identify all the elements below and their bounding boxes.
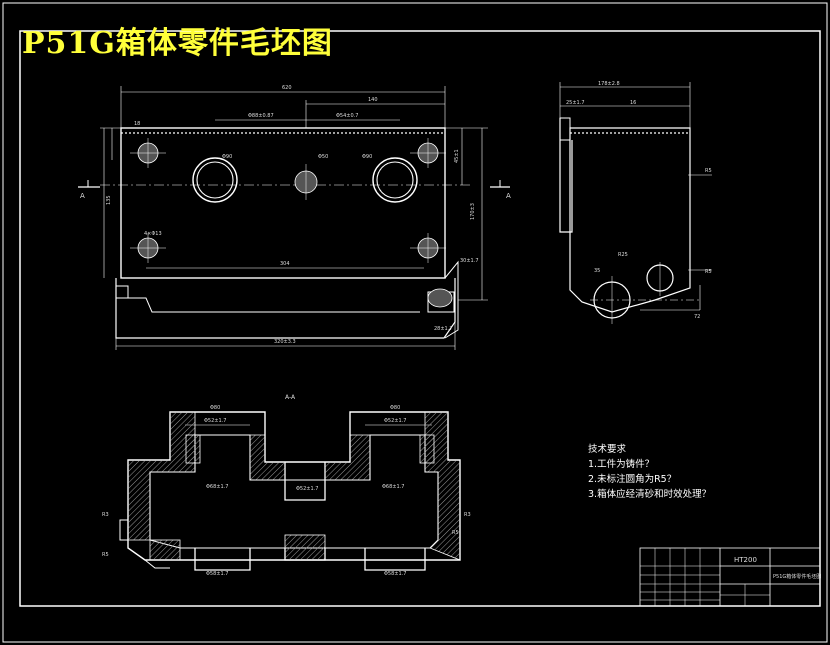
dim-sec-mid-right: Φ68±1.7 (382, 484, 404, 490)
dim-sec-right-r2: R5 (452, 530, 459, 536)
dim-right-height: 170±3 (470, 203, 476, 220)
dim-sec-top-left: Φ80 (210, 405, 220, 411)
dim-side-16: 16 (630, 100, 636, 106)
dimension-labels: 620 140 Φ88±0.87 Φ54±0.7 Φ90 Φ50 Φ90 18 … (80, 81, 821, 580)
tech-req-item-3: 3.箱体应经清砂和时效处理？ (588, 489, 712, 500)
technical-requirements: 技术要求 1.工件为铸件？ 2.未标注圆角为R5？ 3.箱体应经清砂和时效处理？ (588, 442, 711, 502)
dim-overall-width: 620 (282, 85, 292, 91)
dim-sec-bot-left: Φ58±1.7 (206, 571, 228, 577)
side-view (559, 82, 712, 324)
tech-req-item-2: 2.未标注圆角为R5？ (588, 474, 677, 485)
dim-bottom-304: 304 (280, 261, 290, 267)
dim-side-35: 35 (594, 268, 600, 274)
dim-right-upper: 45±1 (454, 149, 460, 163)
dim-side-r-top: R5 (705, 168, 712, 174)
dim-side-left-top: 25±1.7 (566, 100, 585, 106)
dim-dia-left: Φ90 (222, 154, 232, 160)
dim-left-hole: 4×Φ13 (144, 231, 162, 237)
dim-sec-bore-right-top: Φ52±1.7 (384, 418, 406, 424)
title-block-name: P51G箱体零件毛坯图 (773, 573, 821, 580)
dim-left: 135 (106, 195, 112, 205)
dim-side-r-bot: R5 (705, 269, 712, 275)
dim-side-r-mid: R25 (618, 252, 628, 258)
tech-req-item-1: 1.工件为铸件？ (588, 459, 655, 470)
dim-sec-bore-left-top: Φ52±1.7 (204, 418, 226, 424)
dim-side-72: 72 (694, 314, 700, 320)
title-block-code: HT200 (734, 556, 757, 564)
dim-bore-mid: Φ54±0.7 (336, 113, 358, 119)
section-label: A-A (285, 394, 296, 401)
dim-dia-mid: Φ50 (318, 154, 328, 160)
dim-sec-bot-right: Φ58±1.7 (384, 571, 406, 577)
section-marker-left: A (80, 192, 85, 200)
dim-right-base: 30±1.7 (460, 258, 479, 264)
dim-dia-right: Φ90 (362, 154, 372, 160)
dim-sec-left-r: R3 (102, 512, 109, 518)
dim-bore-left: Φ88±0.87 (248, 113, 274, 119)
dim-span-140: 140 (368, 97, 378, 103)
dim-bottom-overall: 320±3.3 (274, 339, 296, 345)
title-block (639, 547, 821, 607)
dim-side-top: 178±2.8 (598, 81, 620, 87)
page-title: P51G箱体零件毛坯图 (22, 26, 333, 61)
inner-frame (19, 30, 821, 607)
front-view-holes (130, 138, 453, 308)
dim-sec-right-r: R3 (464, 512, 471, 518)
dim-sec-left-r2: R5 (102, 552, 109, 558)
dim-sec-mid-left: Φ68±1.7 (206, 484, 228, 490)
dim-sec-top-right: Φ80 (390, 405, 400, 411)
front-view (78, 86, 510, 350)
dim-base-right: 28±1.7 (434, 326, 453, 332)
dim-left-18: 18 (134, 121, 140, 127)
tech-req-heading: 技术要求 (588, 444, 627, 455)
section-hatching (127, 411, 461, 561)
section-marker-right: A (506, 192, 511, 200)
dim-sec-mid-center: Φ52±1.7 (296, 486, 318, 492)
